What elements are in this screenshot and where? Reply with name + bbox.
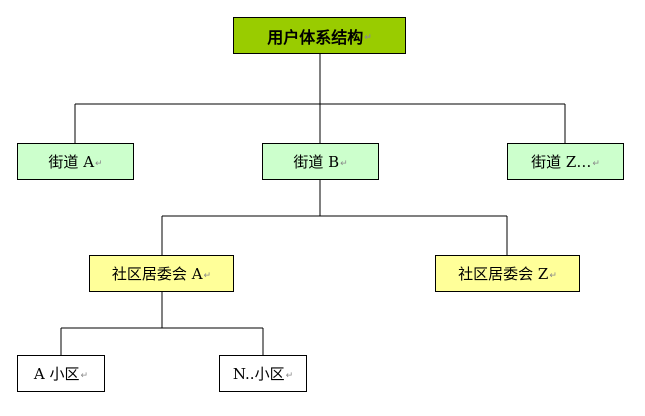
- node-street-b-label: 街道 B: [293, 153, 340, 171]
- node-district-a: A 小区↵: [17, 355, 105, 392]
- paragraph-mark-icon: ↵: [549, 270, 557, 281]
- node-community-z-label: 社区居委会 Z: [458, 265, 549, 283]
- paragraph-mark-icon: ↵: [203, 270, 212, 281]
- paragraph-mark-icon: ↵: [80, 370, 89, 381]
- node-street-a: 街道 A↵: [17, 143, 134, 180]
- node-root: 用户体系结构↵: [233, 17, 406, 54]
- node-root-label: 用户体系结构: [267, 27, 364, 47]
- node-district-n: N..小区↵: [219, 355, 307, 392]
- node-street-z-label: 街道 Z…: [531, 153, 592, 171]
- node-street-a-label: 街道 A: [48, 153, 95, 171]
- node-community-a-label: 社区居委会 A: [111, 265, 203, 283]
- paragraph-mark-icon: ↵: [95, 158, 103, 169]
- paragraph-mark-icon: ↵: [340, 158, 348, 169]
- paragraph-mark-icon: ↵: [285, 370, 294, 381]
- node-district-a-label: A 小区: [33, 365, 80, 383]
- paragraph-mark-icon: ↵: [364, 32, 372, 43]
- node-street-z: 街道 Z…↵: [507, 143, 624, 180]
- node-district-n-label: N..小区: [232, 365, 285, 383]
- node-community-a: 社区居委会 A↵: [89, 255, 234, 292]
- node-community-z: 社区居委会 Z↵: [435, 255, 580, 292]
- node-street-b: 街道 B↵: [262, 143, 379, 180]
- paragraph-mark-icon: ↵: [592, 158, 600, 169]
